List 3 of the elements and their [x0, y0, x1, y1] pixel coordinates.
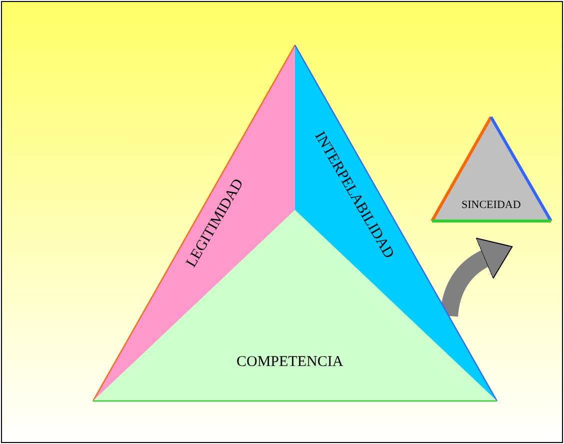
- curved-arrow: [440, 238, 512, 317]
- region-label: SINCEIDAD: [462, 199, 521, 211]
- region-label: COMPETENCIA: [236, 354, 344, 370]
